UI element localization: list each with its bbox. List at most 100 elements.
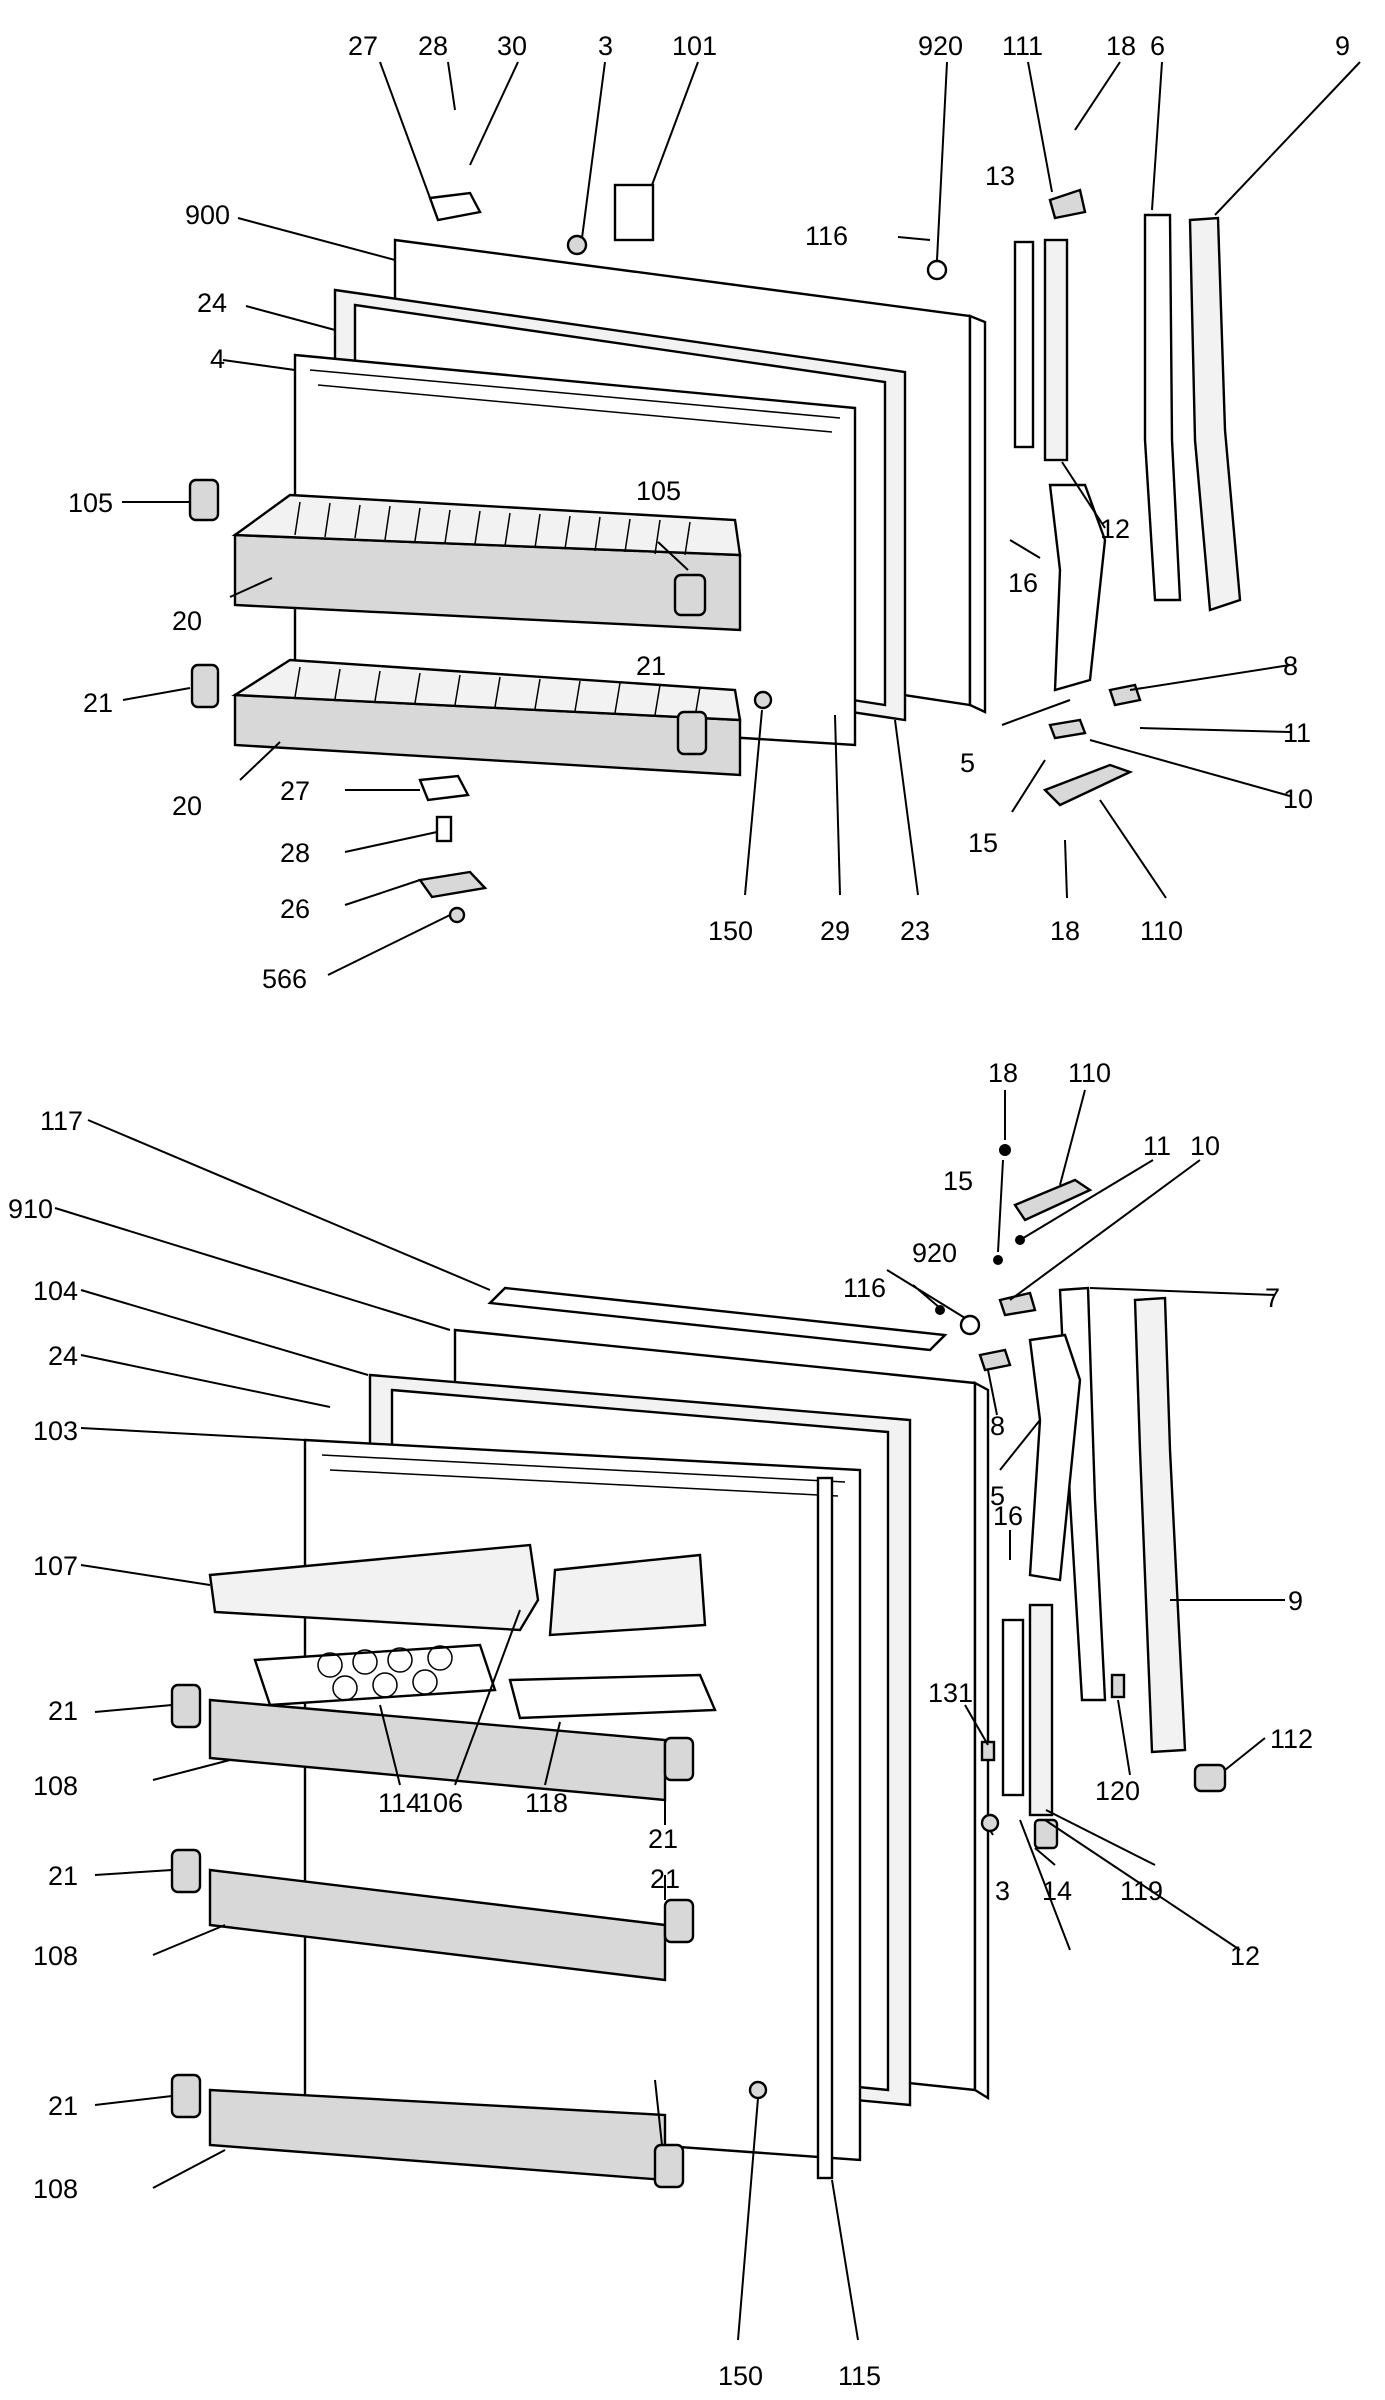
hinge-cover-5 <box>1048 483 1107 692</box>
callout-110-lower: 110 <box>1068 1058 1111 1088</box>
bushing-28 <box>435 815 453 843</box>
butter-tray-118 <box>508 1673 717 1720</box>
callout-9: 9 <box>1335 31 1350 61</box>
screw-150 <box>753 690 773 710</box>
callout-106: 106 <box>418 1788 463 1818</box>
callout-910: 910 <box>8 1194 53 1224</box>
lower-door-assembly <box>54 1089 1285 2341</box>
callout-920: 920 <box>918 31 963 61</box>
lower-callouts: 18 110 117 11 10 15 910 920 116 7 104 8 … <box>8 1058 1313 2391</box>
shelf-bracket-21-left <box>190 663 220 709</box>
hinge-bracket-27-bottom <box>418 774 470 802</box>
callout-21-right: 21 <box>636 651 666 681</box>
screw-566 <box>448 906 466 924</box>
callout-23: 23 <box>900 916 930 946</box>
callout-7: 7 <box>1265 1283 1280 1313</box>
callout-10: 10 <box>1283 784 1313 814</box>
callout-24: 24 <box>197 288 227 318</box>
shelf-bracket-21-right <box>676 710 708 756</box>
outer-door-panel-side <box>968 314 987 714</box>
screw-131 <box>980 1740 996 1762</box>
callout-12: 12 <box>1100 514 1130 544</box>
callout-8: 8 <box>1283 651 1298 681</box>
hinge-bracket-111 <box>1048 188 1087 220</box>
edge-strip-115 <box>816 1476 834 2180</box>
callout-18: 18 <box>1106 31 1136 61</box>
callout-150-lower: 150 <box>718 2361 763 2391</box>
callout-15: 15 <box>968 828 998 858</box>
shelf-bracket-21-l1 <box>170 1683 202 1729</box>
callout-115: 115 <box>838 2361 881 2391</box>
callout-3: 3 <box>598 31 613 61</box>
callout-9-lower: 9 <box>1288 1586 1303 1616</box>
plug-920-lower <box>959 1314 981 1336</box>
door-stop-101 <box>613 183 655 242</box>
hinge-bracket-27-top <box>428 191 482 222</box>
door-liner-edge <box>309 369 841 433</box>
hinge-plate-110-lower <box>1013 1178 1093 1222</box>
callout-4: 4 <box>210 344 225 374</box>
callout-120: 120 <box>1095 1776 1140 1806</box>
screw-150-lower <box>748 2080 768 2100</box>
callout-21-l2: 21 <box>48 1861 78 1891</box>
callout-14: 14 <box>1042 1876 1072 1906</box>
callout-112: 112 <box>1270 1724 1313 1754</box>
hinge-part-8-lower <box>978 1348 1012 1372</box>
callout-24-lower: 24 <box>48 1341 78 1371</box>
dairy-compartment-106 <box>548 1553 707 1637</box>
callout-28: 28 <box>418 31 448 61</box>
egg-tray-114 <box>253 1643 497 1707</box>
shelf-bracket-21-r2 <box>663 1898 695 1944</box>
callout-118: 118 <box>525 1788 568 1818</box>
callout-116: 116 <box>805 221 848 251</box>
callout-29: 29 <box>820 916 850 946</box>
pin-120 <box>1110 1673 1126 1699</box>
callout-11: 11 <box>1283 718 1311 748</box>
callout-131: 131 <box>928 1678 973 1708</box>
callout-105-left: 105 <box>68 488 113 518</box>
callout-5: 5 <box>960 748 975 778</box>
screw-15-lower <box>993 1255 1003 1265</box>
door-shelf-108-mid <box>208 1868 667 1982</box>
hinge-bracket-10 <box>1048 718 1087 740</box>
callout-566: 566 <box>262 964 307 994</box>
callout-105-right: 105 <box>636 476 681 506</box>
callout-21-r1: 21 <box>648 1824 678 1854</box>
callout-21-left: 21 <box>83 688 113 718</box>
upper-door-assembly <box>122 61 1361 976</box>
shelf-bracket-21-r3 <box>653 2143 685 2189</box>
shelf-bracket-21-r1 <box>663 1736 695 1782</box>
screw-116-lower <box>935 1305 945 1315</box>
callout-18-bottom: 18 <box>1050 916 1080 946</box>
door-stop-119 <box>1033 1818 1059 1850</box>
callout-116-lower: 116 <box>843 1273 886 1303</box>
callout-108-top: 108 <box>33 1771 78 1801</box>
callout-8-lower: 8 <box>990 1411 1005 1441</box>
callout-21-l3: 21 <box>48 2091 78 2121</box>
callout-11-lower: 11 <box>1143 1131 1171 1161</box>
callout-920-lower: 920 <box>912 1238 957 1268</box>
callout-21-l1: 21 <box>48 1696 78 1726</box>
freezer-shelf-upper-ribs <box>294 501 691 556</box>
hinge-bar-12 <box>1043 238 1069 462</box>
callout-117: 117 <box>40 1106 83 1136</box>
callout-13: 13 <box>985 161 1015 191</box>
plug-3 <box>566 234 588 256</box>
trim-strip-117 <box>487 1286 948 1352</box>
door-strip-6 <box>1143 213 1182 602</box>
callout-6: 6 <box>1150 31 1165 61</box>
hinge-bar-13 <box>1013 240 1035 449</box>
callout-18-lower: 18 <box>988 1058 1018 1088</box>
dairy-compartment-107 <box>208 1543 540 1632</box>
callout-27-bottom: 27 <box>280 776 310 806</box>
callout-21-r2: 21 <box>650 1864 680 1894</box>
hinge-plate-110 <box>1042 763 1134 807</box>
upper-leader-lines <box>122 61 1361 976</box>
cap-112 <box>1193 1763 1227 1793</box>
callout-5-lower: 5 <box>990 1481 1005 1511</box>
callout-16-lower: 16 <box>993 1501 1023 1531</box>
screw-18-lower <box>999 1144 1011 1156</box>
callout-20-lower: 20 <box>172 791 202 821</box>
callout-150: 150 <box>708 916 753 946</box>
